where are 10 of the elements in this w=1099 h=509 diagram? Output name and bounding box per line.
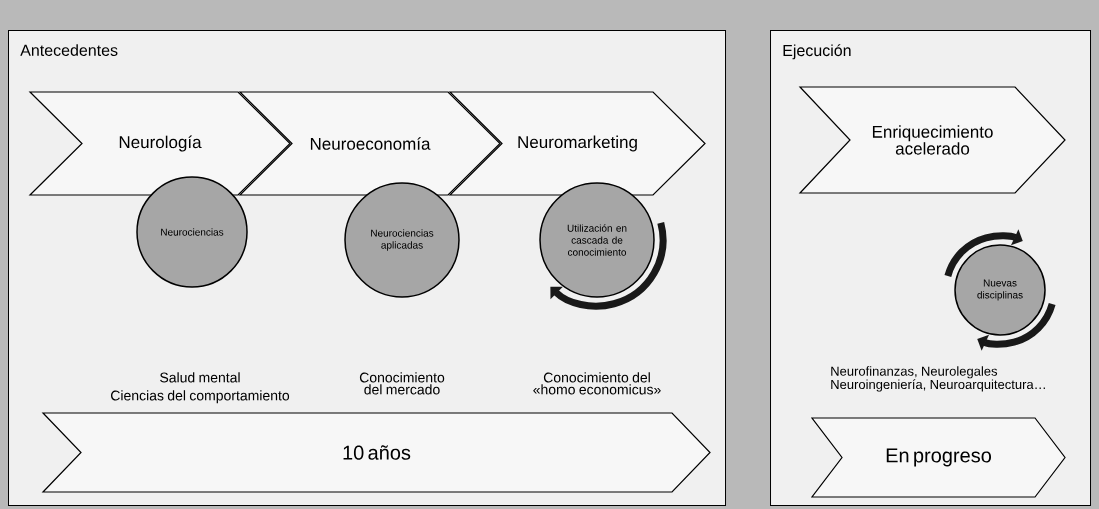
chevron-box: Neuroeconomía <box>238 91 501 196</box>
chevron-box: Neurología <box>28 91 291 196</box>
caption-text: Neurofinanzas, Neurolegales Neuroingeniería, Neuroarquitectura… <box>831 366 1045 392</box>
chevron-box: En progreso <box>810 417 1066 498</box>
caption-text: Salud mental <box>160 372 240 383</box>
caption-text: Conocimiento del mercado <box>359 372 445 395</box>
chevron-box: Enriquecimiento acelerado <box>798 86 1066 194</box>
chevron-box: Neuromarketing <box>448 91 706 196</box>
chevron-box: 10 años <box>41 412 711 493</box>
caption-text: Conocimiento del «homo economicus» <box>533 372 661 395</box>
